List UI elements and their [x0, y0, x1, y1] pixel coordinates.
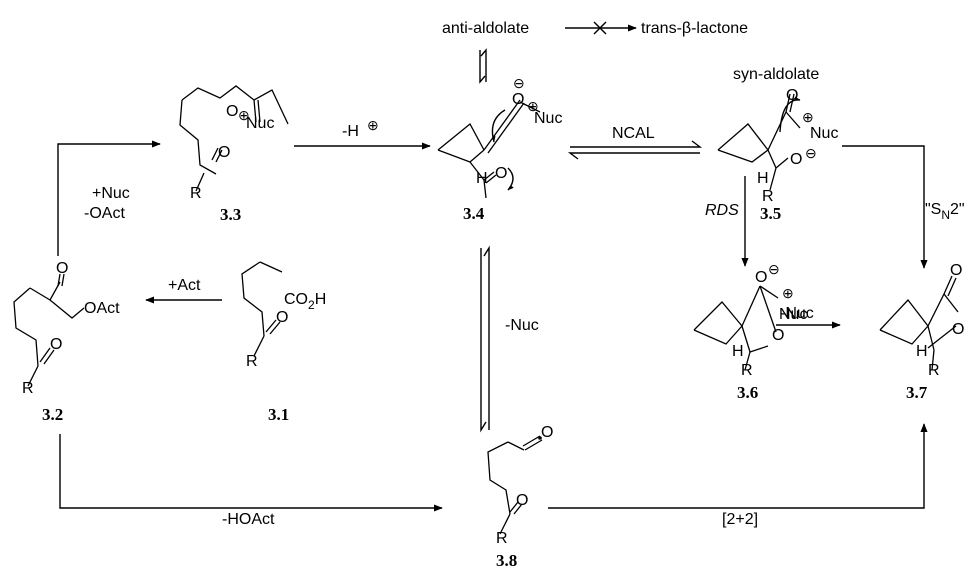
cycloaddition-arrow [548, 423, 928, 509]
compound-3-3: O ⊕ Nuc O R 3.3 [179, 85, 289, 224]
svg-text:H: H [757, 170, 769, 187]
compound-3-7-label: 3.7 [906, 383, 928, 402]
svg-text:O: O [218, 144, 230, 161]
sn2-arrow [842, 145, 928, 269]
ncal-forward-arrow [570, 140, 703, 148]
svg-text:O: O [50, 336, 62, 353]
svg-text:O: O [512, 91, 524, 108]
nuc-loss-equilibrium-up [483, 245, 490, 430]
svg-text:O: O [950, 262, 962, 279]
compound-3-5: O ⊕ Nuc O ⊖ H R 3.5 [717, 87, 838, 223]
compound-3-6-label: 3.6 [737, 383, 758, 402]
svg-text:O: O [541, 424, 553, 441]
equilibrium-arrow-up [480, 48, 487, 82]
compound-3-3-label: 3.3 [220, 205, 241, 224]
syn-aldolate-label: syn-aldolate [733, 66, 819, 83]
minus-hoact-label: -HOAct [222, 511, 275, 528]
svg-text:Nuc: Nuc [810, 125, 838, 142]
svg-text:R: R [928, 362, 940, 379]
compound-3-6: O ⊖ ⊕ Nuc O H R 3.6 [693, 261, 807, 402]
svg-text:R: R [246, 353, 258, 370]
cycloaddition-label: [2+2] [722, 511, 758, 528]
svg-text:⊖: ⊖ [768, 261, 780, 277]
oact-loss-label: -OAct [84, 205, 125, 222]
svg-text:O: O [516, 492, 528, 509]
svg-text:R: R [22, 380, 34, 397]
compound-3-2: O OAct O R 3.2 [13, 260, 120, 424]
svg-text:O: O [952, 321, 964, 338]
nuc-addition-label: +Nuc [92, 185, 130, 202]
svg-text:Nuc: Nuc [779, 306, 807, 323]
minus-nuc-label: -Nuc [780, 305, 814, 322]
svg-text:R: R [496, 530, 508, 547]
compound-3-7: O O H R 3.7 [879, 262, 964, 402]
svg-text:R: R [762, 188, 774, 205]
svg-text:⊖: ⊖ [513, 75, 525, 91]
svg-text:O: O [226, 103, 238, 120]
svg-text:⊕: ⊕ [782, 285, 794, 301]
svg-text:⊕: ⊕ [527, 98, 539, 114]
nuc-loss-equilibrium-down [480, 248, 487, 433]
svg-text:Nuc: Nuc [534, 110, 562, 127]
svg-text:O: O [790, 151, 802, 168]
svg-text:O: O [56, 260, 68, 277]
svg-text:⊕: ⊕ [802, 109, 814, 125]
compound-3-4: O ⊖ ⊕ Nuc H O 3.4 [437, 75, 562, 223]
sn2-label: "SN2" [925, 201, 965, 222]
svg-text:O: O [755, 269, 767, 286]
svg-text:Nuc: Nuc [246, 115, 274, 132]
svg-text:⊕: ⊕ [367, 117, 379, 133]
svg-text:⊖: ⊖ [805, 145, 817, 161]
nuc-addition-arrow [57, 140, 161, 256]
svg-text:H: H [732, 343, 744, 360]
compound-3-1-label: 3.1 [268, 405, 289, 424]
compound-3-2-label: 3.2 [42, 405, 63, 424]
svg-text:O: O [495, 165, 507, 182]
ncal-reverse-arrow [567, 152, 700, 160]
svg-text:R: R [190, 185, 202, 202]
compound-3-1: CO2H O R 3.1 [241, 261, 326, 424]
minus-nuc-vertical-label: -Nuc [505, 317, 539, 334]
compound-3-8: O O R 3.8 [487, 424, 553, 570]
co2h-group: CO2H [284, 291, 326, 312]
svg-text:O: O [276, 309, 288, 326]
compound-3-5-label: 3.5 [760, 204, 781, 223]
compound-3-8-label: 3.8 [496, 551, 517, 570]
trans-lactone-label: trans-β-lactone [641, 20, 748, 37]
svg-text:OAct: OAct [84, 300, 120, 317]
svg-text:⊕: ⊕ [238, 107, 250, 123]
compound-3-4-label: 3.4 [463, 204, 485, 223]
anti-aldolate-label: anti-aldolate [442, 20, 529, 37]
ncal-label: NCAL [612, 125, 655, 142]
hoact-elimination-arrow [59, 434, 443, 512]
svg-text:O: O [772, 327, 784, 344]
equilibrium-arrow-down [479, 50, 486, 84]
minus-h-label: -H [342, 123, 359, 140]
svg-text:H: H [916, 343, 928, 360]
act-label: +Act [168, 277, 201, 294]
svg-text:H: H [476, 170, 488, 187]
rds-label: RDS [705, 202, 739, 219]
svg-text:R: R [741, 362, 753, 379]
